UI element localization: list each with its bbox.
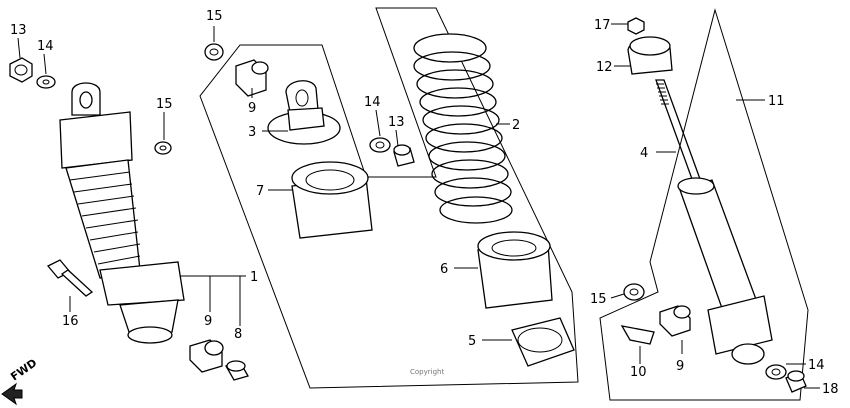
callout-2: 2 [512, 118, 520, 133]
callout-12: 12 [596, 60, 613, 75]
leader-lines [17, 23, 820, 389]
part-8-collar [225, 360, 249, 381]
part-7-spring-seat [291, 161, 373, 239]
part-6-lower-spring-seat [477, 231, 553, 309]
callout-8: 8 [234, 327, 242, 342]
callout-13: 13 [388, 115, 405, 130]
callout-14: 14 [364, 95, 381, 110]
part-9-bushing-upper [235, 59, 269, 97]
callout-15: 15 [206, 9, 223, 24]
part-9-bushing-right [659, 305, 691, 337]
callout-9: 9 [248, 101, 256, 116]
part-10-seal [620, 325, 655, 345]
part-9-bushing-lower [189, 339, 224, 373]
callout-4: 4 [640, 146, 648, 161]
part-16-bolt [46, 259, 94, 297]
callout-9: 9 [676, 359, 684, 374]
part-13-cap-nut-center [393, 144, 415, 167]
part-15-washer-right [623, 283, 645, 301]
part-13-nut-left [9, 57, 33, 83]
part-11-damper [655, 79, 773, 365]
callout-3: 3 [248, 125, 256, 140]
part-17-nut [627, 17, 645, 35]
part-3-upper-joint [267, 80, 341, 145]
part-18-cap-nut [785, 370, 807, 393]
part-14-washer-center [369, 137, 391, 153]
group-outline-center [199, 7, 579, 389]
fwd-label: FWD [8, 356, 39, 383]
callout-15: 15 [590, 292, 607, 307]
callout-9: 9 [204, 314, 212, 329]
callout-13: 13 [10, 23, 27, 38]
callout-1: 1 [250, 270, 258, 285]
callout-11: 11 [768, 94, 785, 109]
callout-14: 14 [37, 39, 54, 54]
part-12-rubber-bush [627, 36, 673, 75]
copyright-text: Copyright [410, 368, 444, 376]
callout-5: 5 [468, 334, 476, 349]
fwd-arrow: FWD [1, 356, 39, 406]
part-14-washer-right [765, 364, 787, 380]
group-outline-right [599, 8, 809, 401]
callout-15: 15 [156, 97, 173, 112]
callout-18: 18 [822, 382, 839, 397]
callout-16: 16 [62, 314, 79, 329]
callout-17: 17 [594, 18, 611, 33]
part-15-washer-left [154, 141, 172, 155]
callout-14: 14 [808, 358, 825, 373]
part-2-spring [413, 33, 513, 224]
callout-10: 10 [630, 365, 647, 380]
shock-absorber-assembly [59, 82, 185, 344]
part-5-stopper [511, 317, 575, 367]
callout-6: 6 [440, 262, 448, 277]
part-14-washer-left [36, 75, 56, 89]
callout-7: 7 [256, 184, 264, 199]
part-15-washer-top [204, 43, 224, 61]
